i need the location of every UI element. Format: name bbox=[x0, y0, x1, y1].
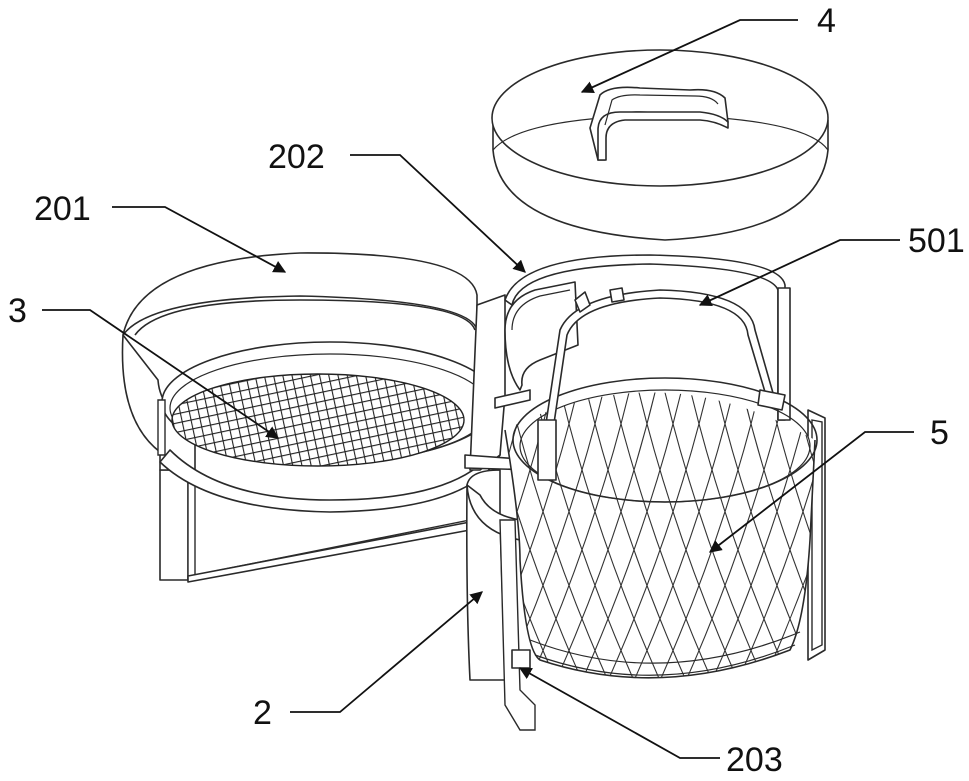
label-3: 3 bbox=[8, 292, 27, 330]
label-2: 2 bbox=[253, 694, 272, 732]
label-202: 202 bbox=[268, 138, 325, 176]
label-4: 4 bbox=[817, 2, 836, 40]
screen-mesh bbox=[171, 373, 465, 467]
labels: 4 202 201 501 3 5 2 203 bbox=[8, 2, 965, 779]
lid-handle bbox=[589, 86, 729, 161]
label-201: 201 bbox=[34, 190, 91, 228]
right-housing bbox=[466, 254, 826, 731]
label-5: 5 bbox=[930, 414, 949, 452]
label-501: 501 bbox=[908, 222, 965, 260]
label-203: 203 bbox=[726, 741, 783, 779]
leaders bbox=[42, 19, 914, 759]
lid bbox=[491, 49, 829, 241]
